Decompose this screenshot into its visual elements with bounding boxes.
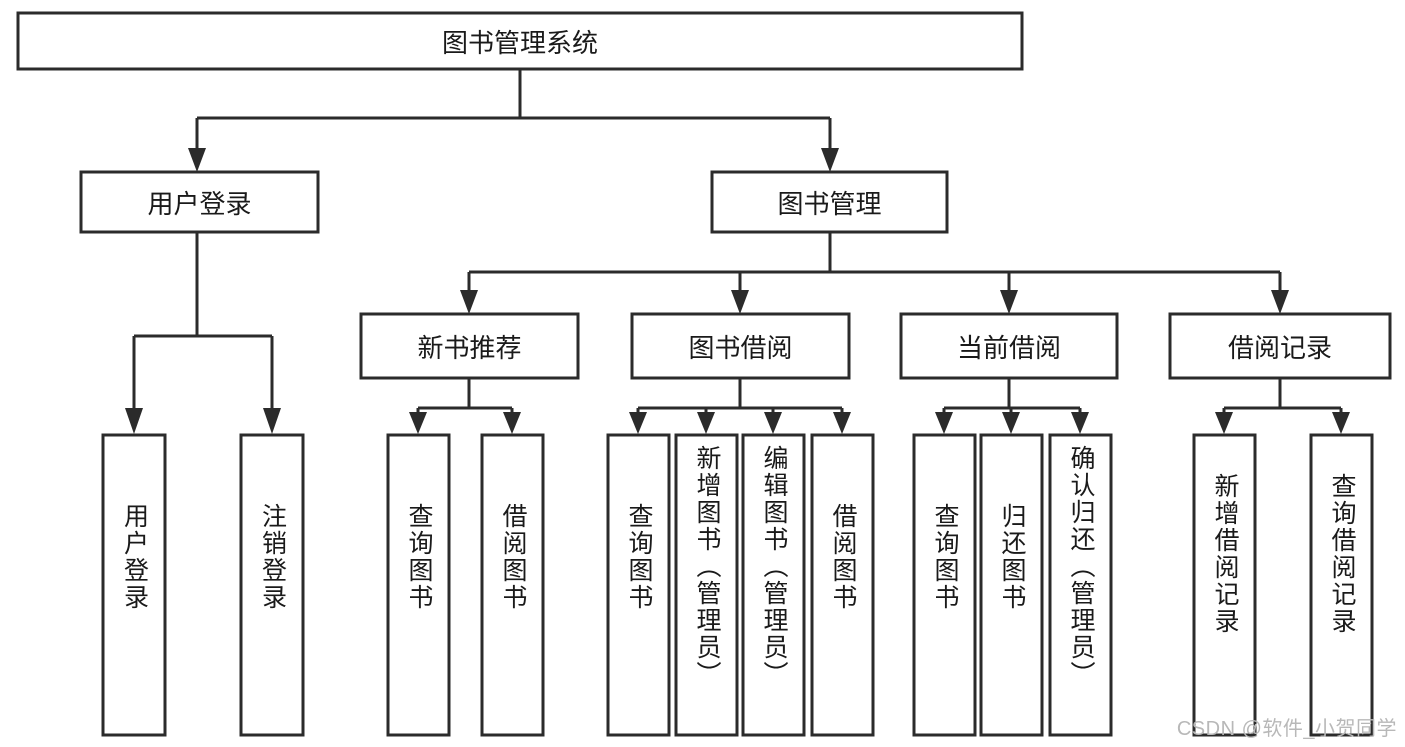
csdn-watermark: CSDN @软件_小贺同学 <box>1176 718 1397 740</box>
node-leaf-current-confirm-return[interactable] <box>1048 433 1113 737</box>
arrow-head-bookborrow-leaf-1 <box>629 412 647 434</box>
arrow-head-to-leaf-user-login <box>125 408 143 434</box>
node-leaf-borrow-query-book[interactable] <box>606 433 671 737</box>
arrow-head-to-borrow-record <box>1271 290 1289 314</box>
arrow-head-bookborrow-leaf-2 <box>697 412 715 434</box>
node-current-borrow[interactable] <box>899 312 1119 380</box>
arrow-head-borrowrecord-leaf-2 <box>1332 412 1350 434</box>
node-leaf-current-query-book[interactable] <box>912 433 977 737</box>
arrow-head-to-book-borrow <box>731 290 749 314</box>
node-leaf-record-query[interactable] <box>1309 433 1374 737</box>
node-new-book-recommend[interactable] <box>359 312 580 380</box>
arrow-head-bookborrow-leaf-4 <box>833 412 851 434</box>
node-leaf-current-return-book[interactable] <box>979 433 1044 737</box>
node-leaf-borrow-borrow-book[interactable] <box>810 433 875 737</box>
arrow-head-borrowrecord-leaf-1 <box>1215 412 1233 434</box>
node-leaf-logout[interactable] <box>239 433 305 737</box>
node-leaf-borrow-add-book[interactable] <box>674 433 739 737</box>
arrow-head-currentborrow-leaf-1 <box>935 412 953 434</box>
node-leaf-newbook-borrow-book[interactable] <box>480 433 545 737</box>
arrow-head-to-current-borrow <box>1000 290 1018 314</box>
node-leaf-user-login[interactable] <box>101 433 167 737</box>
node-borrow-record[interactable] <box>1168 312 1392 380</box>
arrow-head-currentborrow-leaf-3 <box>1071 412 1089 434</box>
node-book-borrow[interactable] <box>630 312 851 380</box>
node-user-login[interactable] <box>79 170 320 234</box>
node-leaf-record-add[interactable] <box>1192 433 1257 737</box>
arrow-head-to-book-management <box>821 148 839 172</box>
arrow-head-newbook-leaf-2 <box>503 412 521 434</box>
arrow-head-bookborrow-leaf-3 <box>764 412 782 434</box>
arrow-head-to-leaf-logout <box>263 408 281 434</box>
arrow-head-newbook-leaf-1 <box>409 412 427 434</box>
arrow-head-to-user-login <box>188 148 206 172</box>
node-leaf-newbook-query-book[interactable] <box>386 433 451 737</box>
node-root-book-management-system[interactable] <box>16 11 1024 71</box>
arrow-head-currentborrow-leaf-2 <box>1002 412 1020 434</box>
node-leaf-borrow-edit-book[interactable] <box>741 433 806 737</box>
arrow-head-to-new-book-recommend <box>460 290 478 314</box>
node-book-management[interactable] <box>710 170 949 234</box>
